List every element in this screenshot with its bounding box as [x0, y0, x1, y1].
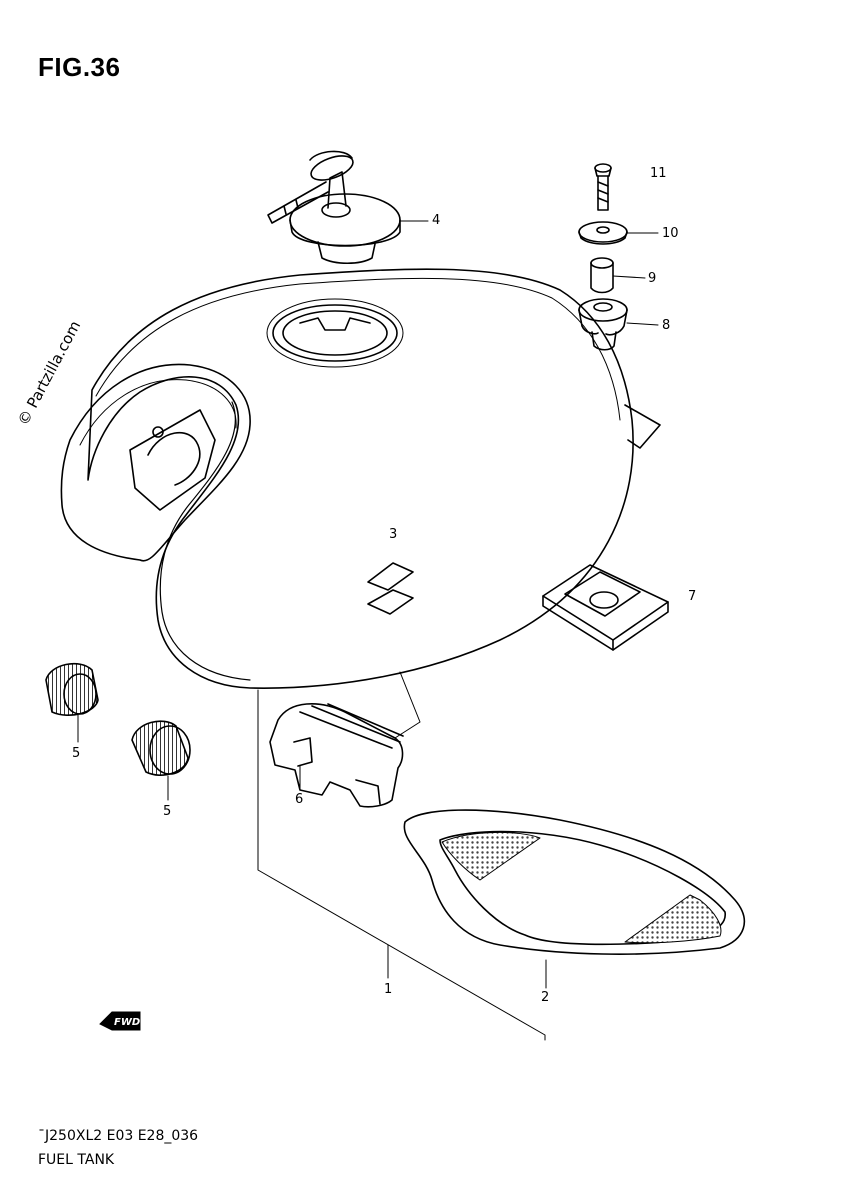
figure-title: FIG.36: [38, 52, 121, 82]
mount-bolt: [594, 163, 612, 211]
callout-1: 1: [384, 982, 393, 997]
mount-collar: [590, 257, 614, 294]
rear-mount-pad: [542, 564, 669, 651]
callout-2: 2: [541, 990, 550, 1005]
mount-cushion: [578, 298, 628, 351]
mount-washer: [578, 221, 628, 245]
fuel-cap: [267, 150, 401, 265]
forward-direction-arrow: FWD: [99, 1011, 141, 1031]
callout-11: 11: [650, 166, 667, 181]
callout-10: 10: [662, 226, 679, 241]
forward-label: FWD: [114, 1017, 140, 1028]
callout-9: 9: [648, 271, 657, 286]
callout-6: 6: [295, 792, 304, 807]
callout-5-lower: 5: [163, 804, 172, 819]
callout-7: 7: [688, 589, 697, 604]
side-emblem-grille: [403, 809, 746, 955]
leader-lines: [77, 220, 659, 1041]
rubber-cap-upper: [45, 662, 99, 716]
rubber-cap-lower: [131, 720, 191, 776]
tank-emblem: [367, 562, 414, 615]
callout-8: 8: [662, 318, 671, 333]
callout-5-upper: 5: [72, 746, 81, 761]
callout-4: 4: [432, 213, 441, 228]
model-code: ¯J250XL2 E03 E28_036: [38, 1128, 199, 1144]
callout-3: 3: [389, 527, 398, 542]
fuel-tank: [87, 268, 661, 689]
section-name: FUEL TANK: [38, 1152, 115, 1168]
fuel-cock-cover: [269, 703, 404, 808]
tank-side-recess: [60, 363, 251, 562]
